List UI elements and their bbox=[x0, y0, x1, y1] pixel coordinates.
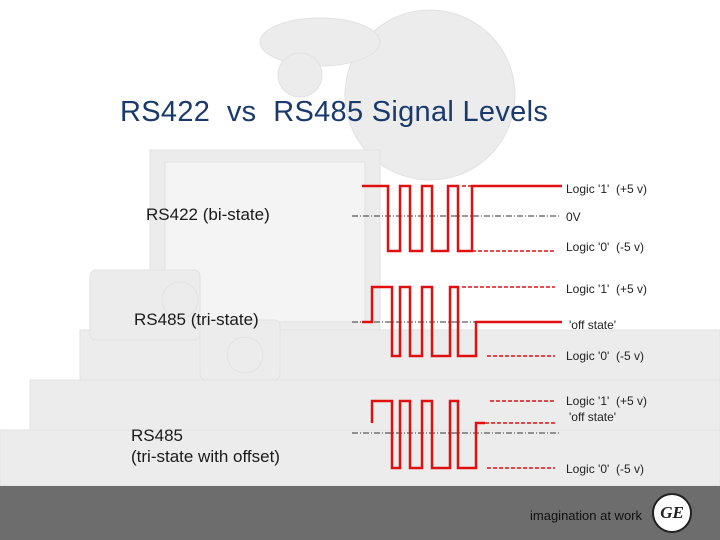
rs485-label: RS485 (tri-state) bbox=[134, 310, 259, 329]
ge-logo-text: GE bbox=[660, 503, 684, 522]
ge-logo-icon: GE bbox=[652, 493, 692, 533]
rs485-off-label: 'off state' bbox=[569, 318, 617, 332]
rs485-offset-label-line1: RS485 bbox=[131, 426, 183, 445]
rs485-logic1-label: Logic '1' (+5 v) bbox=[566, 282, 647, 296]
slide-title: RS422 vs RS485 Signal Levels bbox=[120, 96, 549, 128]
dome-camera-lens bbox=[277, 52, 323, 98]
footer-tagline: imagination at work bbox=[530, 508, 642, 523]
rs485-offset-label: RS485 (tri-state with offset) bbox=[131, 425, 280, 467]
rs422-logic1-label: Logic '1' (+5 v) bbox=[566, 182, 647, 196]
footer-bar bbox=[0, 486, 720, 540]
rs485-offset-label-line2: (tri-state with offset) bbox=[131, 447, 280, 466]
rs485-logic0-label: Logic '0' (-5 v) bbox=[566, 349, 644, 363]
rs485-offset-waveform bbox=[370, 399, 485, 470]
dome-camera-shape bbox=[344, 9, 516, 181]
rs485-offset-logic0-label: Logic '0' (-5 v) bbox=[566, 462, 644, 476]
keyboard-shape bbox=[0, 429, 720, 487]
rs422-label: RS422 (bi-state) bbox=[146, 205, 270, 224]
rs422-logic0-label: Logic '0' (-5 v) bbox=[566, 240, 644, 254]
rs422-zero-label: 0V bbox=[566, 210, 581, 224]
rs422-waveform bbox=[362, 184, 562, 253]
rs485-offset-logic1-label: Logic '1' (+5 v) bbox=[566, 394, 647, 408]
rs485-waveform bbox=[362, 285, 562, 358]
rs485-offset-off-label: 'off state' bbox=[569, 410, 617, 424]
